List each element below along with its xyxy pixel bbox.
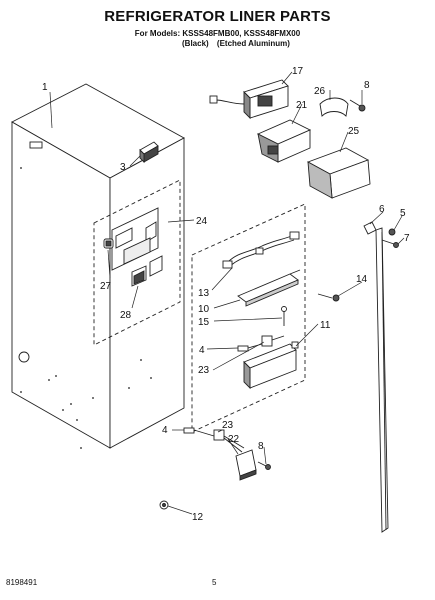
callout-27: 27 xyxy=(100,281,112,292)
subassembly-24-outline xyxy=(93,179,181,346)
part-11-cover xyxy=(243,341,299,390)
part-26-cover xyxy=(319,97,349,117)
callout-3: 3 xyxy=(120,162,126,173)
models-line: For Models: KSSS48FMB00, KSSS48FMX00 xyxy=(134,29,301,38)
callout-17: 17 xyxy=(292,66,304,77)
callout-24: 24 xyxy=(196,216,208,227)
callout-22: 22 xyxy=(228,434,240,445)
callout-11: 11 xyxy=(320,320,331,331)
callout-28: 28 xyxy=(120,310,132,321)
part-8-screw-bottom xyxy=(257,461,271,470)
vertical-strip xyxy=(375,227,389,533)
callout-25: 25 xyxy=(348,126,360,137)
part-15-screw xyxy=(281,306,287,326)
callout-1: 1 xyxy=(42,82,48,93)
callout-14: 14 xyxy=(356,274,368,285)
callout-10: 10 xyxy=(198,304,210,315)
doc-number: 8198491 xyxy=(6,578,38,587)
callout-13: 13 xyxy=(198,288,210,299)
variant-aluminum: (Etched Aluminum) xyxy=(216,39,290,48)
callout-4-lower: 4 xyxy=(162,425,168,436)
callout-26: 26 xyxy=(314,86,326,97)
callout-21: 21 xyxy=(296,100,308,111)
part-10-housing xyxy=(237,269,301,307)
part-8-screw-top xyxy=(349,99,366,112)
subassembly-11-outline xyxy=(191,203,306,433)
part-23-socket xyxy=(261,335,285,347)
part-7-screw xyxy=(381,239,399,248)
leader-lines xyxy=(49,71,405,515)
part-27-clip xyxy=(103,238,114,249)
callout-15: 15 xyxy=(198,317,210,328)
callout-6: 6 xyxy=(379,204,385,215)
callout-4: 4 xyxy=(199,345,205,356)
part-28-pads xyxy=(131,255,163,287)
callout-8-bottom: 8 xyxy=(258,441,264,452)
callout-23-lower: 23 xyxy=(222,420,234,431)
variant-line: (Black) (Etched Aluminum) xyxy=(182,39,296,48)
callout-labels: 1 3 24 27 28 17 26 8 21 25 6 5 7 13 14 1… xyxy=(42,66,410,523)
callout-12: 12 xyxy=(192,512,204,523)
callout-7: 7 xyxy=(404,233,410,244)
callout-5: 5 xyxy=(400,208,406,219)
part-12-nut xyxy=(159,500,169,510)
part-17-module xyxy=(209,79,289,120)
callout-8-top: 8 xyxy=(364,80,370,91)
part-3-module xyxy=(139,141,159,164)
page-number: 5 xyxy=(212,578,217,587)
callout-23: 23 xyxy=(198,365,210,376)
liner-cabinet xyxy=(11,83,185,449)
part-5-fastener xyxy=(388,228,396,236)
part-22-switch xyxy=(235,449,257,481)
part-14-screw xyxy=(317,293,340,302)
lower-bulb-socket xyxy=(183,427,245,453)
part-25-shell xyxy=(306,147,371,199)
variant-black: (Black) xyxy=(182,39,209,48)
part-21-housing xyxy=(256,119,312,163)
part-13-harness xyxy=(222,231,300,269)
page-title: REFRIGERATOR LINER PARTS xyxy=(104,8,331,25)
part-24-bracket xyxy=(111,207,159,271)
